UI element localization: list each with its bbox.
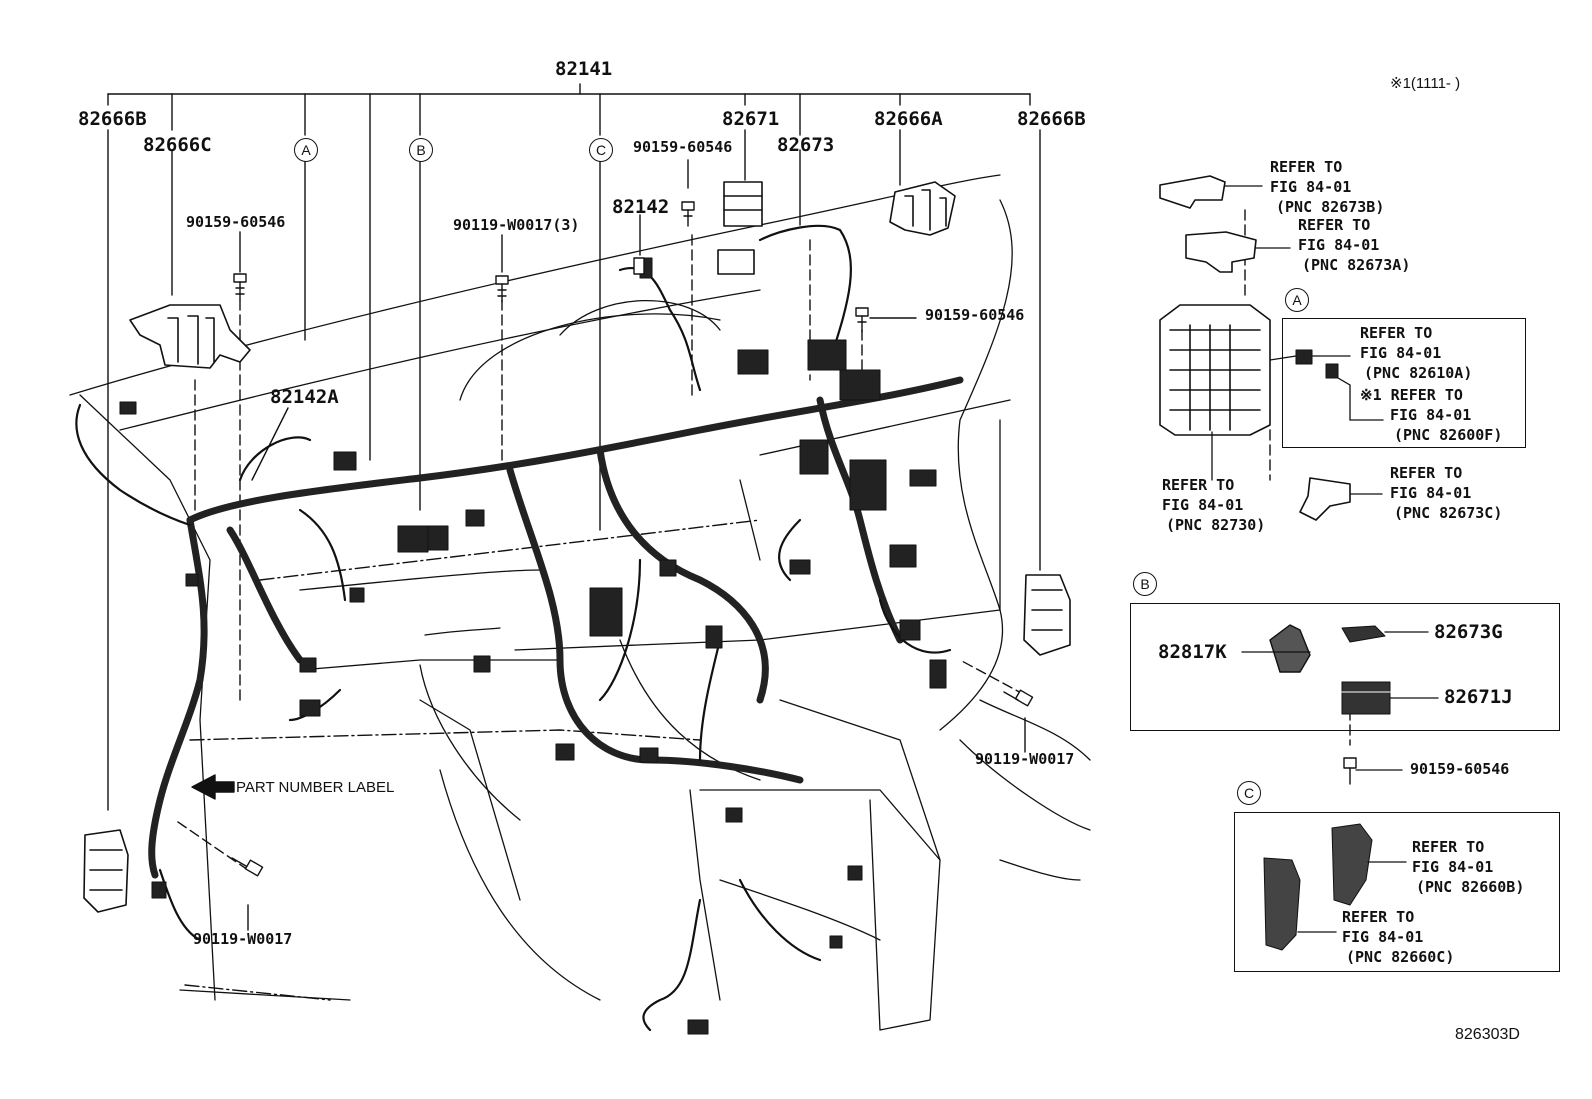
wire-harness bbox=[148, 376, 964, 879]
part-82660B bbox=[1331, 823, 1373, 906]
callout-a: A bbox=[294, 138, 318, 162]
refer-82673A-l2: FIG 84-01 bbox=[1298, 236, 1380, 254]
refer-82673C-l3: (PNC 82673C) bbox=[1394, 504, 1503, 522]
bracket-82673C bbox=[1299, 477, 1351, 521]
label-82666C: 82666C bbox=[143, 134, 212, 156]
bracket-82141 bbox=[107, 83, 1031, 461]
label-82142A: 82142A bbox=[270, 386, 339, 408]
refer-82660B-l3: (PNC 82660B) bbox=[1416, 878, 1525, 896]
label-82817K: 82817K bbox=[1158, 641, 1227, 663]
part-82673G bbox=[1341, 625, 1386, 643]
part-82817K bbox=[1269, 624, 1311, 673]
label-82666A: 82666A bbox=[874, 108, 943, 130]
arrow-part-number-label bbox=[191, 774, 235, 800]
label-90119-left: 90119-W0017 bbox=[193, 930, 293, 948]
refer-82610A-l3: (PNC 82610A) bbox=[1364, 364, 1473, 382]
label-90159-a: 90159-60546 bbox=[186, 213, 286, 231]
label-90119-right: 90119-W0017 bbox=[975, 750, 1075, 768]
label-82671: 82671 bbox=[722, 108, 780, 130]
refer-82673A-l3: (PNC 82673A) bbox=[1302, 256, 1411, 274]
detail-a-box bbox=[1282, 318, 1526, 448]
relay-82666B-right bbox=[1023, 574, 1071, 656]
refer-82610A-l2: FIG 84-01 bbox=[1360, 344, 1442, 362]
detail-b-box bbox=[1130, 603, 1560, 731]
label-90159-c: 90159-60546 bbox=[925, 306, 1025, 324]
label-figure-code: 826303D bbox=[1455, 1026, 1520, 1043]
bolt-90119-right bbox=[1003, 689, 1034, 707]
callout-b-detail: B bbox=[1133, 572, 1157, 596]
refer-82673C-l1: REFER TO bbox=[1390, 464, 1463, 482]
bracket-82673B bbox=[1159, 175, 1226, 209]
label-82671J: 82671J bbox=[1444, 686, 1513, 708]
label-part-number: PART NUMBER LABEL bbox=[236, 779, 395, 796]
part-82600F bbox=[1325, 363, 1339, 379]
relay-block-82666A bbox=[889, 181, 956, 236]
label-90159-b: 90159-60546 bbox=[633, 138, 733, 156]
bolts bbox=[231, 201, 1034, 877]
dashboard-outline bbox=[69, 174, 1091, 1031]
refer-82660B-l2: FIG 84-01 bbox=[1412, 858, 1494, 876]
callout-c: C bbox=[589, 138, 613, 162]
refer-82660C-l3: (PNC 82660C) bbox=[1346, 948, 1455, 966]
refer-82730-l2: FIG 84-01 bbox=[1162, 496, 1244, 514]
relay-82666B-left bbox=[83, 829, 129, 913]
refer-82730-l3: (PNC 82730) bbox=[1166, 516, 1266, 534]
refer-82673B-l3: (PNC 82673B) bbox=[1276, 198, 1385, 216]
leader-lines bbox=[107, 129, 1041, 931]
label-90159-detail-b: 90159-60546 bbox=[1410, 760, 1510, 778]
refer-82673B-l2: FIG 84-01 bbox=[1270, 178, 1352, 196]
bolt-90159-c bbox=[855, 307, 869, 333]
junction-block bbox=[1159, 304, 1271, 436]
relay-82671 bbox=[717, 181, 763, 275]
callout-b: B bbox=[409, 138, 433, 162]
refer-82673C-l2: FIG 84-01 bbox=[1390, 484, 1472, 502]
refer-82673A-l1: REFER TO bbox=[1298, 216, 1371, 234]
label-82666B-right: 82666B bbox=[1017, 108, 1086, 130]
refer-82660C-l1: REFER TO bbox=[1342, 908, 1415, 926]
connectors bbox=[119, 257, 947, 1035]
refer-82600F-l3: (PNC 82600F) bbox=[1394, 426, 1503, 444]
label-82666B-left: 82666B bbox=[78, 108, 147, 130]
callout-a-detail: A bbox=[1285, 288, 1309, 312]
detail-c-box bbox=[1234, 812, 1560, 972]
label-82673G: 82673G bbox=[1434, 621, 1503, 643]
bolt-90119-w3 bbox=[495, 275, 509, 303]
label-82141: 82141 bbox=[555, 58, 613, 80]
relay-block-82666C bbox=[129, 304, 251, 369]
label-82142: 82142 bbox=[612, 196, 670, 218]
refer-82660B-l1: REFER TO bbox=[1412, 838, 1485, 856]
part-82610A bbox=[1295, 349, 1313, 365]
label-90119-w3: 90119-W0017(3) bbox=[453, 216, 580, 234]
refer-82673B-l1: REFER TO bbox=[1270, 158, 1343, 176]
bolt-90159-a bbox=[233, 273, 247, 301]
bolt-detail-b bbox=[1343, 757, 1357, 785]
part-82660C bbox=[1263, 857, 1301, 951]
bolt-90159-b bbox=[681, 201, 695, 227]
callout-c-detail: C bbox=[1237, 781, 1261, 805]
detail-leaders bbox=[1211, 185, 1439, 933]
bolt-90119-left bbox=[231, 857, 264, 877]
label-82673: 82673 bbox=[777, 134, 835, 156]
refer-82610A-l1: REFER TO bbox=[1360, 324, 1433, 342]
bracket-82673A bbox=[1185, 231, 1257, 273]
boundary-lines bbox=[184, 519, 761, 1001]
label-note-range: ※1(1111- ) bbox=[1390, 75, 1461, 92]
bolt-82142 bbox=[633, 257, 645, 275]
part-82671J bbox=[1341, 681, 1391, 715]
refer-82600F-l2: FIG 84-01 bbox=[1390, 406, 1472, 424]
refer-82600F-l1: ※1 REFER TO bbox=[1360, 386, 1463, 404]
refer-82730-l1: REFER TO bbox=[1162, 476, 1235, 494]
refer-82660C-l2: FIG 84-01 bbox=[1342, 928, 1424, 946]
